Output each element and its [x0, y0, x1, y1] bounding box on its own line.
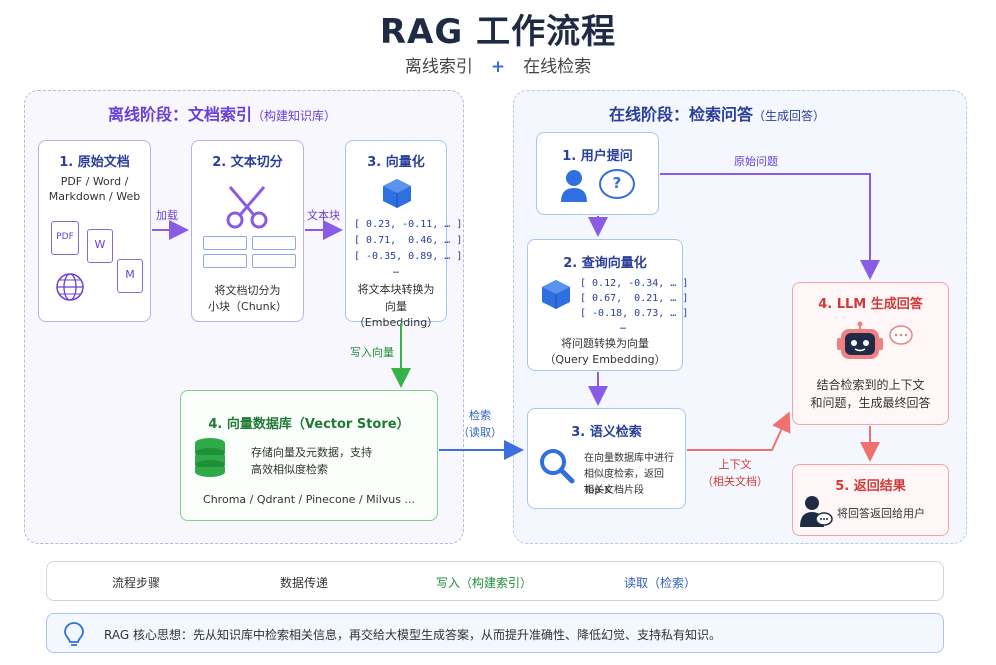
- offline-title-note: （构建知识库）: [252, 109, 337, 123]
- cube-icon: [383, 179, 411, 208]
- offline-title-text: 离线阶段：文档索引: [108, 105, 253, 124]
- label-retrieve-note: （读取）: [458, 426, 502, 439]
- cube-icon: [542, 280, 570, 309]
- robot-icon: [837, 321, 913, 359]
- lightbulb-icon: [64, 622, 84, 646]
- offline-step2-title: 2. 文本切分: [212, 155, 283, 170]
- offline-vector-row: [ 0.23, -0.11, … ]: [354, 219, 463, 230]
- offline-panel-title: 离线阶段：文档索引（构建知识库）: [108, 101, 336, 125]
- legend: [46, 561, 944, 601]
- offline-step3-desc1: 将文本块转换为: [357, 283, 435, 296]
- online-step1-title: 1. 用户提问: [562, 149, 633, 164]
- chunk-block: [203, 254, 247, 268]
- globe-icon: [56, 273, 84, 301]
- online-step1-card: 1. 用户提问 ?: [536, 132, 659, 215]
- result-title: 5. 返回结果: [835, 479, 906, 494]
- llm-card: 4. LLM 生成回答 结合检索到的上下文 和问题，生成最终回答: [792, 282, 949, 425]
- offline-vector-row: [ -0.35, 0.89, … ]: [354, 251, 463, 262]
- online-title-note: （生成回答）: [753, 109, 826, 123]
- result-desc: 将回答返回给用户: [837, 507, 925, 520]
- query-vector-row: [ -0.18, 0.73, … ]: [580, 308, 689, 319]
- offline-step3-card: 3. 向量化 [ 0.23, -0.11, … ] [ 0.71, 0.46, …: [345, 140, 462, 329]
- label-original-question: 原始问题: [734, 155, 778, 168]
- query-vector-row: [ 0.67, 0.21, … ]: [580, 293, 689, 304]
- user-icon: [561, 170, 587, 202]
- offline-step2-card: 2. 文本切分 将文档切分为 小块（Chunk）: [191, 140, 304, 322]
- pdf-file-icon: PDF: [51, 221, 79, 255]
- database-icon: [195, 438, 225, 477]
- online-title-text: 在线阶段：检索问答: [609, 105, 754, 124]
- result-card: 5. 返回结果 将回答返回给用户: [792, 464, 949, 536]
- chunk-block: [203, 236, 247, 250]
- online-step2-title: 2. 查询向量化: [563, 256, 647, 271]
- subtitle-plus: +: [490, 57, 506, 77]
- offline-step1-desc2: Markdown / Web: [48, 190, 141, 203]
- online-step2-desc1: 将问题转换为向量: [561, 337, 649, 350]
- legend-read-label: 读取（检索）: [624, 576, 697, 590]
- label-write-vector: 写入向量: [350, 346, 394, 359]
- legend-data-label: 数据传递: [280, 576, 329, 590]
- offline-step2-desc1: 将文档切分为: [214, 284, 281, 297]
- subtitle-offline: 离线索引: [404, 57, 473, 77]
- offline-vector-row: [ 0.71, 0.46, … ]: [354, 235, 463, 246]
- page-title: RAG 工作流程: [379, 12, 617, 52]
- label-context-note: （相关文档）: [702, 475, 768, 488]
- query-vector-ellipsis: …: [620, 321, 627, 332]
- online-step3-card: 3. 语义检索 在向量数据库中进行 相似度检索，返回 Top-K 相关文档片段: [527, 408, 686, 509]
- llm-title: 4. LLM 生成回答: [818, 297, 923, 312]
- scissors-icon: [226, 186, 268, 229]
- offline-step1-card: 1. 原始文档 PDF / Word / Markdown / Web PDF …: [38, 140, 151, 322]
- offline-step1-desc1: PDF / Word /: [60, 175, 129, 188]
- online-step3-desc3: 相关文档片段: [584, 485, 644, 496]
- legend-write-label: 写入（构建索引）: [436, 576, 533, 590]
- word-file-icon: W: [87, 229, 113, 263]
- online-step2-desc2: （Query Embedding）: [544, 353, 666, 366]
- offline-step3-desc2: 向量（Embedding）: [353, 300, 439, 329]
- vector-store-desc1: 存储向量及元数据，支持: [251, 446, 372, 459]
- label-chunk: 文本块: [307, 209, 340, 222]
- core-idea-note: [46, 613, 944, 653]
- vector-store-dbs: Chroma / Qdrant / Pinecone / Milvus ...: [203, 493, 415, 506]
- label-retrieve: 检索: [469, 409, 491, 422]
- markdown-file-icon: M: [117, 259, 143, 293]
- offline-step1-title: 1. 原始文档: [59, 155, 130, 170]
- online-step3-title: 3. 语义检索: [571, 425, 642, 440]
- chunk-block: [252, 236, 296, 250]
- llm-desc2: 和问题，生成最终回答: [810, 396, 931, 410]
- vector-store-title: 4. 向量数据库（Vector Store）: [208, 417, 410, 432]
- label-load: 加载: [156, 209, 178, 222]
- online-step3-desc2: 相似度检索，返回 Top-K: [584, 469, 664, 496]
- user-reply-icon: [800, 496, 833, 527]
- offline-step3-title: 3. 向量化: [367, 155, 425, 170]
- online-step3-desc1: 在向量数据库中进行: [584, 453, 674, 464]
- arrow-original-question: [660, 173, 880, 280]
- page-subtitle: 离线索引 + 在线检索: [0, 52, 996, 77]
- llm-desc1: 结合检索到的上下文: [816, 378, 925, 392]
- vector-store-desc2: 高效相似度检索: [251, 463, 328, 476]
- label-context: 上下文: [718, 458, 752, 471]
- online-step2-card: 2. 查询向量化 [ 0.12, -0.34, … ] [ 0.67, 0.21…: [527, 239, 688, 371]
- vector-store-card: 4. 向量数据库（Vector Store） 存储向量及元数据，支持 高效相似度…: [180, 390, 438, 521]
- chunk-block: [252, 254, 296, 268]
- search-icon: [540, 449, 575, 484]
- subtitle-online: 在线检索: [523, 57, 592, 77]
- online-panel-title: 在线阶段：检索问答（生成回答）: [609, 101, 825, 125]
- arrow-context: [687, 411, 791, 451]
- core-idea-text: RAG 核心思想：先从知识库中检索相关信息，再交给大模型生成答案，从而提升准确性…: [104, 628, 721, 642]
- question-bubble-icon: ?: [599, 169, 635, 199]
- legend-flow-label: 流程步骤: [112, 576, 161, 590]
- offline-step2-desc2: 小块（Chunk）: [208, 300, 287, 313]
- query-vector-row: [ 0.12, -0.34, … ]: [580, 278, 689, 289]
- offline-vector-ellipsis: …: [392, 265, 400, 276]
